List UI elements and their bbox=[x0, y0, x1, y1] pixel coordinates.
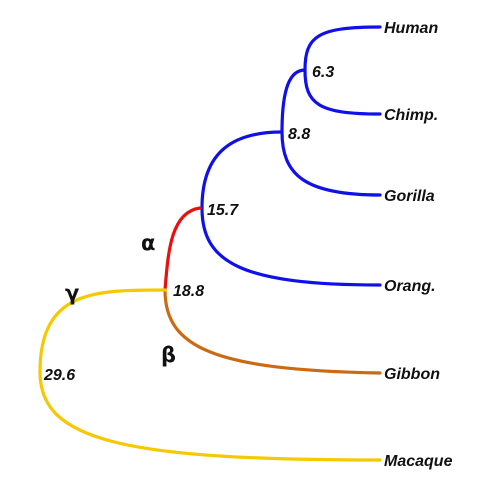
branch-human bbox=[303, 25, 382, 72]
taxon-macaque: Macaque bbox=[384, 453, 453, 470]
branch-alpha bbox=[163, 206, 202, 292]
branch-macaque bbox=[38, 370, 382, 462]
node-label-apes: 18.8 bbox=[173, 283, 204, 300]
node-label-root: 29.6 bbox=[43, 367, 75, 384]
taxon-chimp: Chimp. bbox=[384, 107, 438, 124]
branch-label-beta: β bbox=[161, 343, 176, 367]
branch-chimp bbox=[303, 68, 382, 116]
node-label-hcg: 8.8 bbox=[288, 126, 310, 143]
branch-hcg bbox=[200, 130, 284, 210]
taxon-gibbon: Gibbon bbox=[384, 366, 440, 383]
branch-gamma bbox=[38, 288, 167, 374]
node-label-human-chimp: 6.3 bbox=[312, 64, 334, 81]
branch-human-chimp bbox=[280, 68, 307, 134]
taxon-gorilla: Gorilla bbox=[384, 188, 435, 205]
taxon-orang: Orang. bbox=[384, 278, 436, 295]
node-label-great-apes: 15.7 bbox=[207, 202, 239, 219]
taxon-human: Human bbox=[384, 20, 438, 37]
branch-label-alpha: α bbox=[141, 231, 155, 255]
branch-label-gamma: γ bbox=[65, 281, 79, 305]
branch-gorilla bbox=[280, 130, 382, 197]
branch-beta bbox=[163, 288, 382, 375]
branch-orang bbox=[200, 206, 382, 287]
